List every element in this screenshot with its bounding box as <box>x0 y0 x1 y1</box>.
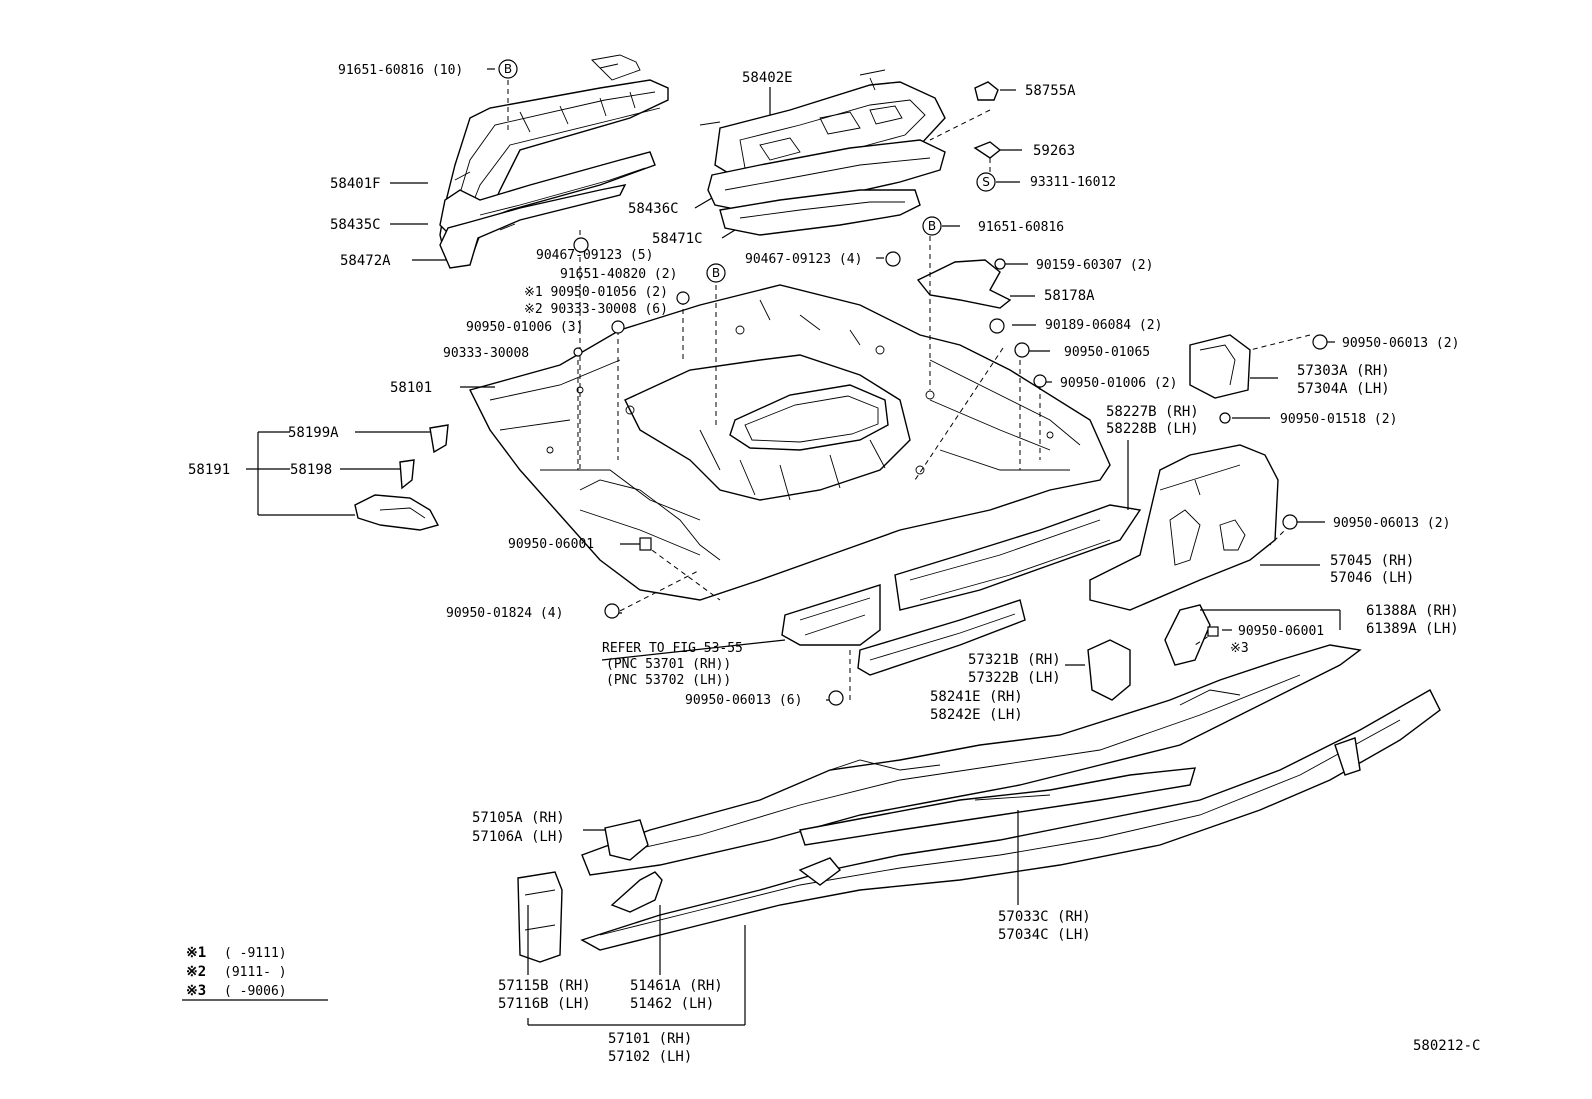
symbol-s-text-1: S <box>982 175 990 189</box>
legend-range-2: (9111- ) <box>224 965 287 980</box>
side-member-panel <box>1089 334 1279 611</box>
rear-cross-panels <box>781 504 1211 701</box>
callout-note-3: ※3 <box>1230 641 1249 656</box>
legend-mark-3: ※3 <box>186 983 206 999</box>
callout-58227B: 58227B (RH) <box>1106 404 1199 420</box>
callout-90950-01065: 90950-01065 <box>1064 345 1150 360</box>
symbol-b-3 <box>922 216 942 236</box>
rear-floor-pan <box>468 284 1111 601</box>
callout-90467-09123-5: 90467-09123 (5) <box>536 248 653 263</box>
rear-floor-tray-assembly <box>439 54 669 269</box>
callout-51461A: 51461A (RH) <box>630 978 723 994</box>
callout-57102: 57102 (LH) <box>608 1049 692 1065</box>
callout-91651-60816: 91651-60816 <box>978 220 1064 235</box>
callout-57321B: 57321B (RH) <box>968 652 1061 668</box>
callout-91651-60816-10: 91651-60816 (10) <box>338 63 463 78</box>
callout-58199A: 58199A <box>288 425 339 441</box>
callout-90950-06001-a: 90950-06001 <box>508 537 594 552</box>
callout-57033C: 57033C (RH) <box>998 909 1091 925</box>
callout-58191: 58191 <box>188 462 230 478</box>
callout-pnc-lh: (PNC 53702 (LH)) <box>606 673 731 688</box>
small-bracket-parts <box>354 81 1012 531</box>
callout-91651-40820-2: 91651-40820 (2) <box>560 267 677 282</box>
callout-51462: 51462 (LH) <box>630 996 714 1012</box>
callout-labels: 91651-60816 (10) 58401F 58435C 58472A 90… <box>188 63 1459 1065</box>
diagram-code: 580212-C <box>1413 1038 1480 1054</box>
callout-90950-06013-6: 90950-06013 (6) <box>685 693 802 708</box>
callout-57105A: 57105A (RH) <box>472 810 565 826</box>
callout-90467-09123-4: 90467-09123 (4) <box>745 252 862 267</box>
symbol-b-text-2: B <box>712 266 720 280</box>
callout-58242E: 58242E (LH) <box>930 707 1023 723</box>
callout-58471C: 58471C <box>652 231 703 247</box>
callout-58198: 58198 <box>290 462 332 478</box>
legend-range-1: ( -9111) <box>224 946 287 961</box>
callout-57045: 57045 (RH) <box>1330 553 1414 569</box>
callout-58228B: 58228B (LH) <box>1106 421 1199 437</box>
callout-58101: 58101 <box>390 380 432 396</box>
callout-90189-06084-2: 90189-06084 (2) <box>1045 318 1162 333</box>
callout-57034C: 57034C (LH) <box>998 927 1091 943</box>
callout-57101: 57101 (RH) <box>608 1031 692 1047</box>
callout-57046: 57046 (LH) <box>1330 570 1414 586</box>
callout-refer-fig: REFER TO FIG 53-55 <box>602 641 743 656</box>
symbol-s-1 <box>976 172 996 192</box>
legend-mark-1: ※1 <box>186 945 206 961</box>
callout-57116B: 57116B (LH) <box>498 996 591 1012</box>
leader-lines <box>182 68 1341 1026</box>
symbol-b-1 <box>498 59 518 79</box>
callout-pnc-rh: (PNC 53701 (RH)) <box>606 657 731 672</box>
symbol-b-text-3: B <box>928 219 936 233</box>
deck-board-assembly <box>699 69 946 236</box>
callout-90950-06001-b: 90950-06001 <box>1238 624 1324 639</box>
symbol-b-text-1: B <box>504 62 512 76</box>
callout-57303A: 57303A (RH) <box>1297 363 1390 379</box>
callout-57322B: 57322B (LH) <box>968 670 1061 686</box>
callout-58755A: 58755A <box>1025 83 1076 99</box>
legend: ※1 ( -9111) ※2 (9111- ) ※3 ( -9006) <box>186 945 287 999</box>
callout-90950-01824-4: 90950-01824 (4) <box>446 606 563 621</box>
callout-58436C: 58436C <box>628 201 679 217</box>
callout-58435C: 58435C <box>330 217 381 233</box>
symbol-b-2 <box>706 263 726 283</box>
callout-58178A: 58178A <box>1044 288 1095 304</box>
legend-mark-2: ※2 <box>186 964 206 980</box>
callout-61388A: 61388A (RH) <box>1366 603 1459 619</box>
lower-frame-rails <box>580 644 1441 951</box>
callout-90950-06013-2a: 90950-06013 (2) <box>1342 336 1459 351</box>
callout-90950-01518-2: 90950-01518 (2) <box>1280 412 1397 427</box>
callout-90950-01006-2: 90950-01006 (2) <box>1060 376 1177 391</box>
legend-range-3: ( -9006) <box>224 984 287 999</box>
callout-90333-30008-6: ※2 90333-30008 (6) <box>524 302 668 317</box>
callout-90159-60307-2: 90159-60307 (2) <box>1036 258 1153 273</box>
callout-90333-30008: 90333-30008 <box>443 346 529 361</box>
callout-58402E: 58402E <box>742 70 793 86</box>
callout-61389A: 61389A (LH) <box>1366 621 1459 637</box>
symbols: B B B S <box>498 59 1328 706</box>
callout-58241E: 58241E (RH) <box>930 689 1023 705</box>
callout-57115B: 57115B (RH) <box>498 978 591 994</box>
callout-59263: 59263 <box>1033 143 1075 159</box>
callout-58401F: 58401F <box>330 176 381 192</box>
callout-93311-16012: 93311-16012 <box>1030 175 1116 190</box>
callout-57106A: 57106A (LH) <box>472 829 565 845</box>
lower-brackets <box>517 819 842 963</box>
callout-90950-01006-3: 90950-01006 (3) <box>466 320 583 335</box>
callout-57304A: 57304A (LH) <box>1297 381 1390 397</box>
callout-90950-01056-2: ※1 90950-01056 (2) <box>524 285 668 300</box>
callout-58472A: 58472A <box>340 253 391 269</box>
callout-90950-06013-2b: 90950-06013 (2) <box>1333 516 1450 531</box>
